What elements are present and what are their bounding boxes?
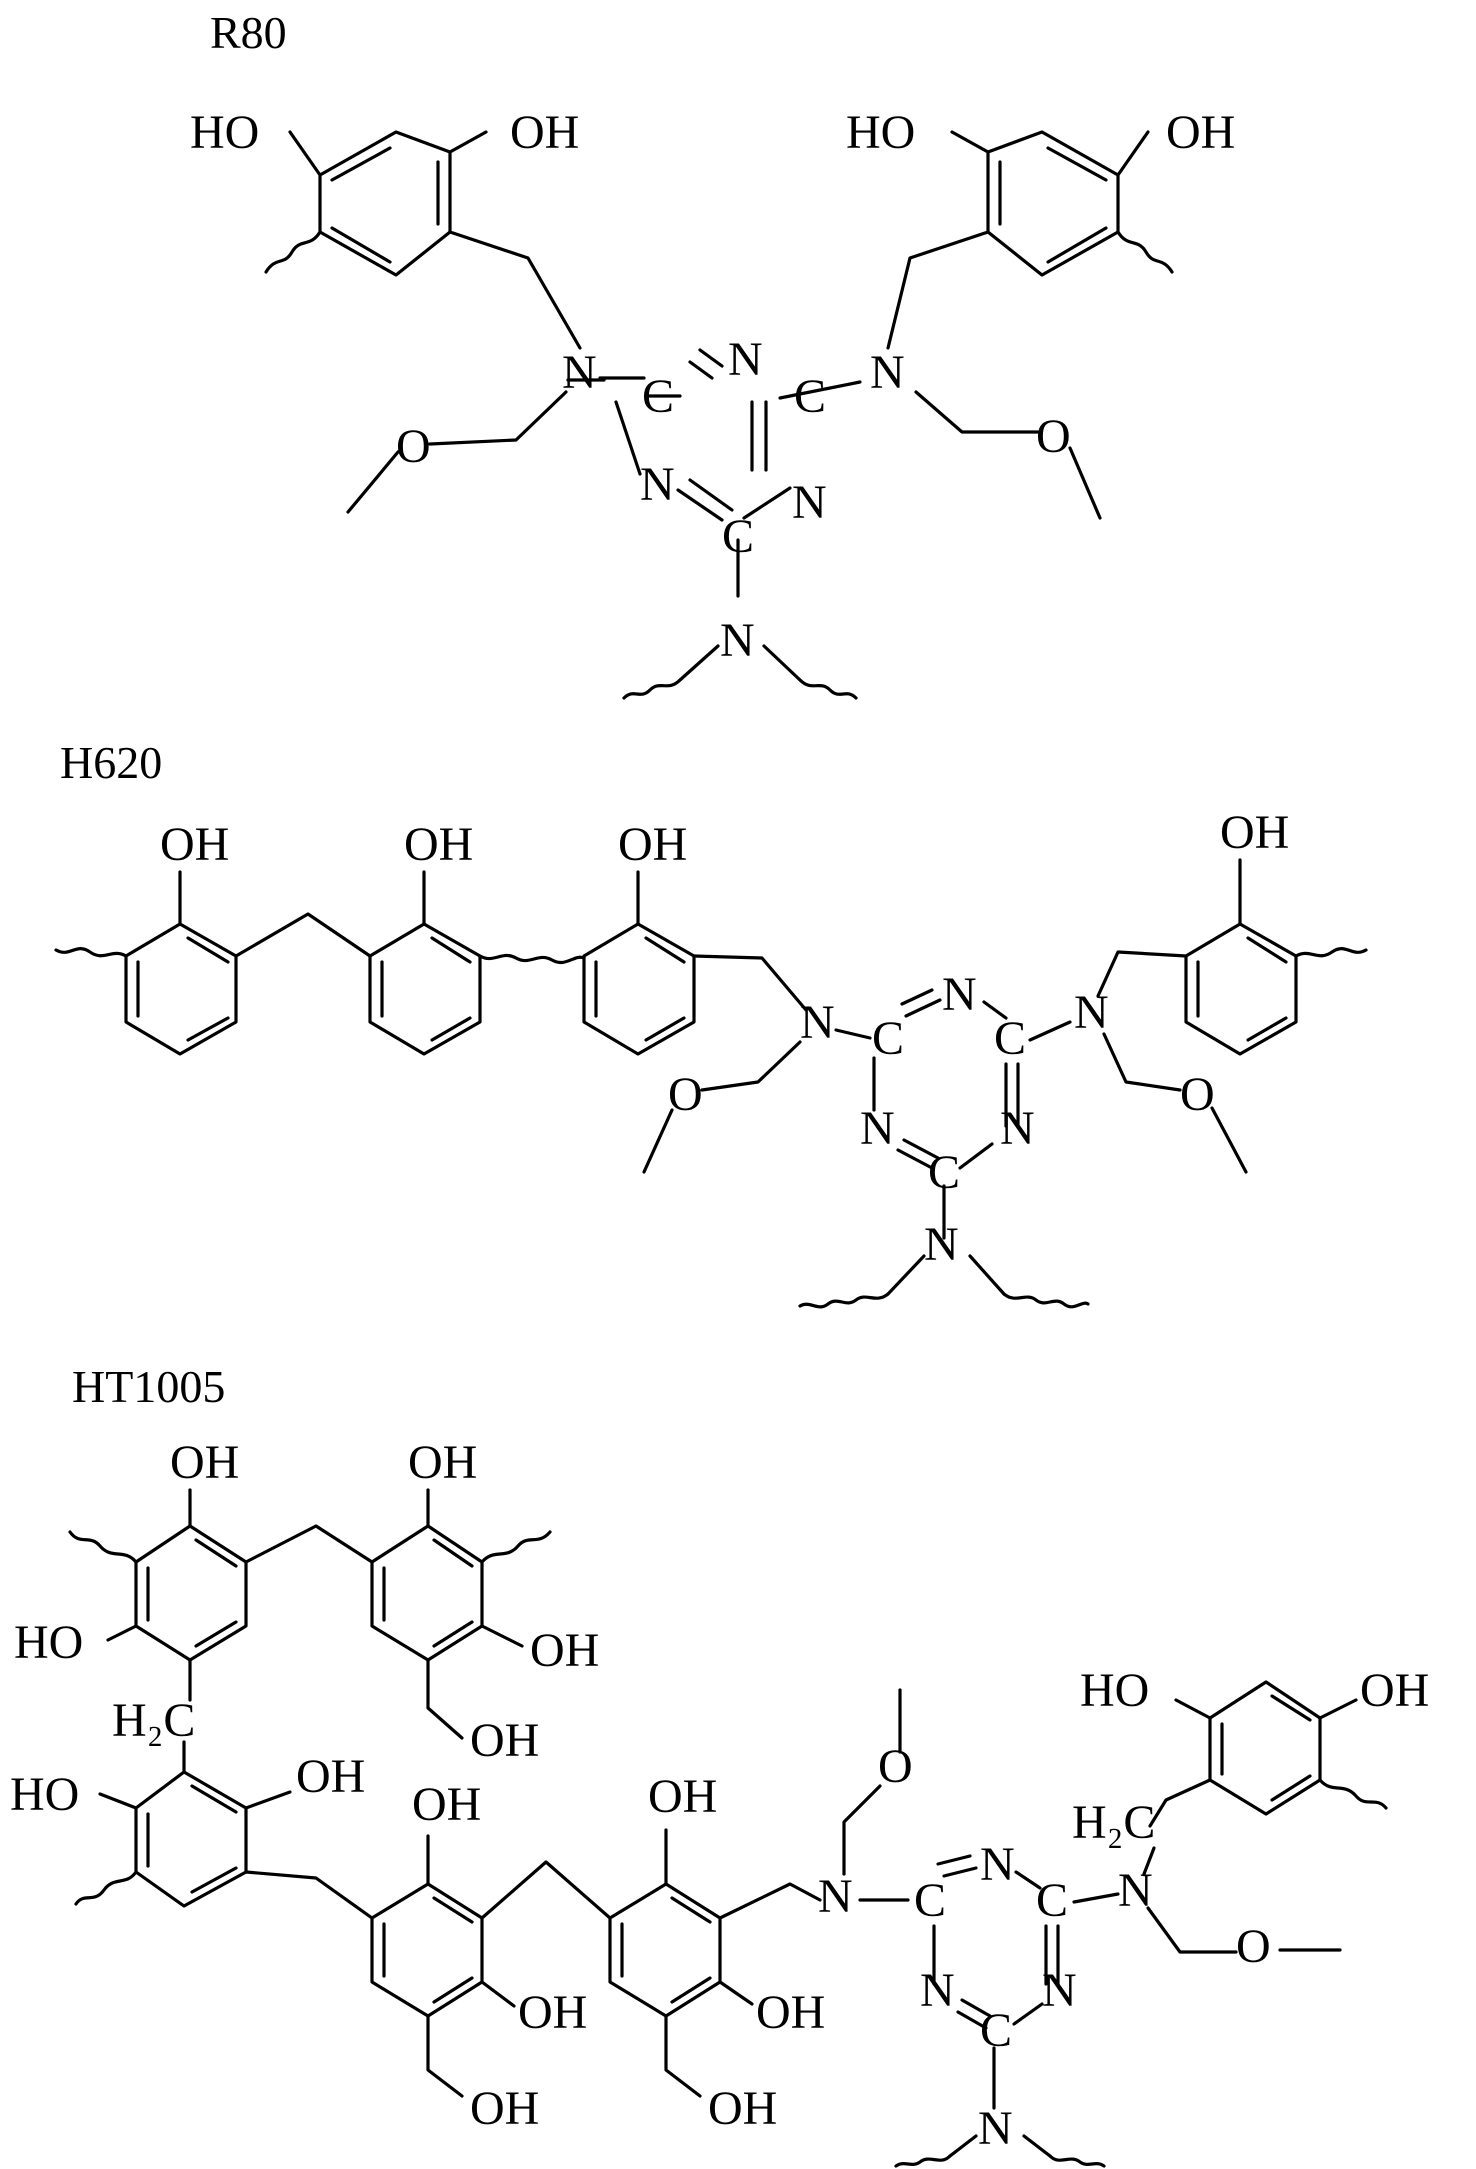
ht1005-ring-top-right — [370, 1488, 552, 1740]
ht1005-ho-far-right: HO — [1080, 1664, 1149, 1717]
h620-triazine-c3: C — [928, 1146, 960, 1199]
structure-label-r80: R80 — [210, 7, 287, 58]
r80-triazine-c1: C — [642, 370, 674, 423]
h620-oh-2: OH — [404, 818, 473, 871]
r80-n-left: N — [562, 346, 597, 399]
r80-ho-right: HO — [846, 106, 915, 159]
h620-oh-3: OH — [618, 818, 687, 871]
h620-ring-4 — [1096, 858, 1368, 1056]
h620-n-bottom: N — [924, 1218, 959, 1271]
ht1005-o-top: O — [878, 1740, 913, 1793]
h620-triazine — [834, 988, 1020, 1240]
ht1005-ring-c — [608, 1828, 822, 2098]
h620-triazine-n3: N — [1000, 1102, 1035, 1155]
r80-n-bottom: N — [720, 614, 755, 667]
ht1005-n-left: N — [818, 1870, 853, 1923]
ht1005-oh-mid-right: OH — [530, 1624, 599, 1677]
r80-n-right: N — [870, 346, 905, 399]
ht1005-o-right: O — [1236, 1920, 1271, 1973]
r80-right-ring — [886, 130, 1174, 350]
structure-label-ht1005: HT1005 — [72, 1361, 225, 1412]
h620-o-right: O — [1180, 1068, 1215, 1121]
r80-triazine-n2: N — [640, 458, 675, 511]
h620-n-left: N — [800, 996, 835, 1049]
ht1005-triazine-n2: N — [920, 1964, 955, 2017]
r80-triazine-n1: N — [728, 333, 763, 386]
r80-ho-left: HO — [190, 106, 259, 159]
r80-oh-right: OH — [1166, 106, 1235, 159]
ht1005-oh-low-b: OH — [412, 1778, 481, 1831]
h620-triazine-c2: C — [994, 1012, 1026, 1065]
ht1005-triazine-n1: N — [980, 1838, 1015, 1891]
ht1005-triazine-c2: C — [1036, 1874, 1068, 1927]
r80-left-ring — [264, 130, 582, 350]
structure-h620: H620 OH OH OH O — [54, 737, 1368, 1309]
r80-oh-left: OH — [510, 106, 579, 159]
ht1005-n-bottom: N — [978, 2102, 1013, 2155]
ht1005-oh-ring-c-bottom: OH — [756, 1986, 825, 2039]
h620-o-left: O — [668, 1068, 703, 1121]
ht1005-h2c-bridge: H₂C — [112, 1694, 195, 1747]
h620-triazine-c1: C — [872, 1012, 904, 1065]
h620-n-right: N — [1074, 986, 1109, 1039]
ht1005-oh-far-right: OH — [1360, 1664, 1429, 1717]
h620-oh-1: OH — [160, 818, 229, 871]
ht1005-ring-top-left — [68, 1488, 374, 1702]
r80-o-left: O — [396, 420, 431, 473]
ht1005-triazine-n3: N — [1042, 1964, 1077, 2017]
structure-label-h620: H620 — [60, 737, 162, 788]
h620-triazine-n1: N — [942, 968, 977, 1021]
ht1005-ho-mid-left: HO — [14, 1616, 83, 1669]
ht1005-ch2oh-c: OH — [708, 2082, 777, 2135]
r80-triazine — [598, 348, 792, 598]
ht1005-triazine-c3: C — [980, 2004, 1012, 2057]
ht1005-ch2oh-b: OH — [470, 2082, 539, 2135]
h620-ring-3 — [582, 870, 808, 1056]
ht1005-oh-low-a: OH — [296, 1750, 365, 1803]
r80-o-right: O — [1036, 410, 1071, 463]
r80-triazine-c2: C — [794, 370, 826, 423]
ht1005-h2c-right: H₂C — [1072, 1796, 1155, 1849]
structure-ht1005: HT1005 OH HO OH OH OH H₂C — [10, 1361, 1429, 2168]
structure-r80: R80 HO OH HO OH N N O O — [190, 7, 1235, 700]
ht1005-ring-low-left — [74, 1770, 374, 1920]
h620-oh-4: OH — [1220, 806, 1289, 859]
ht1005-ring-far-right — [1174, 1680, 1388, 1816]
h620-triazine-n2: N — [860, 1102, 895, 1155]
ht1005-ch2oh-upper: OH — [470, 1714, 539, 1767]
ht1005-ring-b — [370, 1834, 612, 2098]
ht1005-oh-ring-b-bottom: OH — [518, 1986, 587, 2039]
r80-triazine-n3: N — [792, 476, 827, 529]
r80-triazine-c3: C — [722, 510, 754, 563]
ht1005-triazine-c1: C — [914, 1874, 946, 1927]
ht1005-triazine — [858, 1854, 1060, 2110]
ht1005-oh-top-right: OH — [408, 1436, 477, 1489]
ht1005-oh-low-c: OH — [648, 1770, 717, 1823]
ht1005-ho-low-left: HO — [10, 1768, 79, 1821]
h620-ring-2 — [368, 870, 586, 1056]
h620-ring-1 — [54, 870, 372, 1056]
ht1005-oh-top-left: OH — [170, 1436, 239, 1489]
